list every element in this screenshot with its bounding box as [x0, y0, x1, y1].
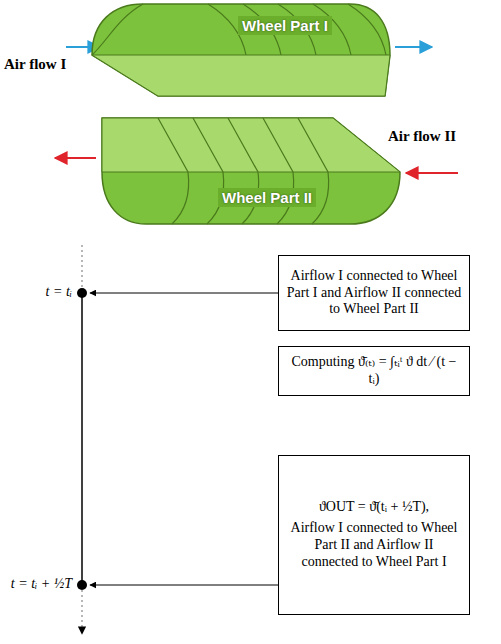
- process-box: ϑOUT = ϑ̄(tᵢ + ½T), Airflow I connected t…: [278, 455, 470, 615]
- box-text: Airflow I connected to Wheel Part II and…: [285, 520, 463, 570]
- time-label: t = tᵢ: [46, 284, 72, 300]
- airflow-arrow: [55, 157, 96, 159]
- box-text: Airflow I connected to Wheel Part I and …: [285, 268, 463, 318]
- part-name: Wheel Part I: [238, 16, 332, 35]
- time-axis: [81, 293, 83, 585]
- time-axis: [81, 245, 82, 293]
- airflow-label: Air flow II: [388, 128, 456, 145]
- wheel-outline: [98, 110, 404, 228]
- time-label: t = tᵢ + ½T: [11, 576, 72, 592]
- wheel-part: Wheel Part II: [98, 110, 404, 228]
- box-text: ϑOUT = ϑ̄(tᵢ + ½T),: [319, 499, 429, 516]
- box-text: Computing ϑ̄₍ₜ₎ = ∫ₜᵢᵗ ϑ dt ⁄ (t − tᵢ): [285, 354, 463, 388]
- pointer-arrow: [90, 293, 278, 294]
- wheel-outline: [88, 0, 394, 100]
- part-name: Wheel Part II: [218, 188, 316, 207]
- time-dot: [77, 288, 87, 298]
- airflow-arrow: [395, 46, 432, 48]
- pointer-arrow: [90, 585, 278, 586]
- airflow-label: Air flow I: [4, 56, 66, 73]
- airflow-arrow: [406, 172, 458, 174]
- time-axis: [81, 585, 82, 634]
- process-box: Computing ϑ̄₍ₜ₎ = ∫ₜᵢᵗ ϑ dt ⁄ (t − tᵢ): [278, 346, 470, 396]
- wheel-part: Wheel Part I: [88, 0, 394, 100]
- time-dot: [77, 580, 87, 590]
- process-box: Airflow I connected to Wheel Part I and …: [278, 255, 470, 331]
